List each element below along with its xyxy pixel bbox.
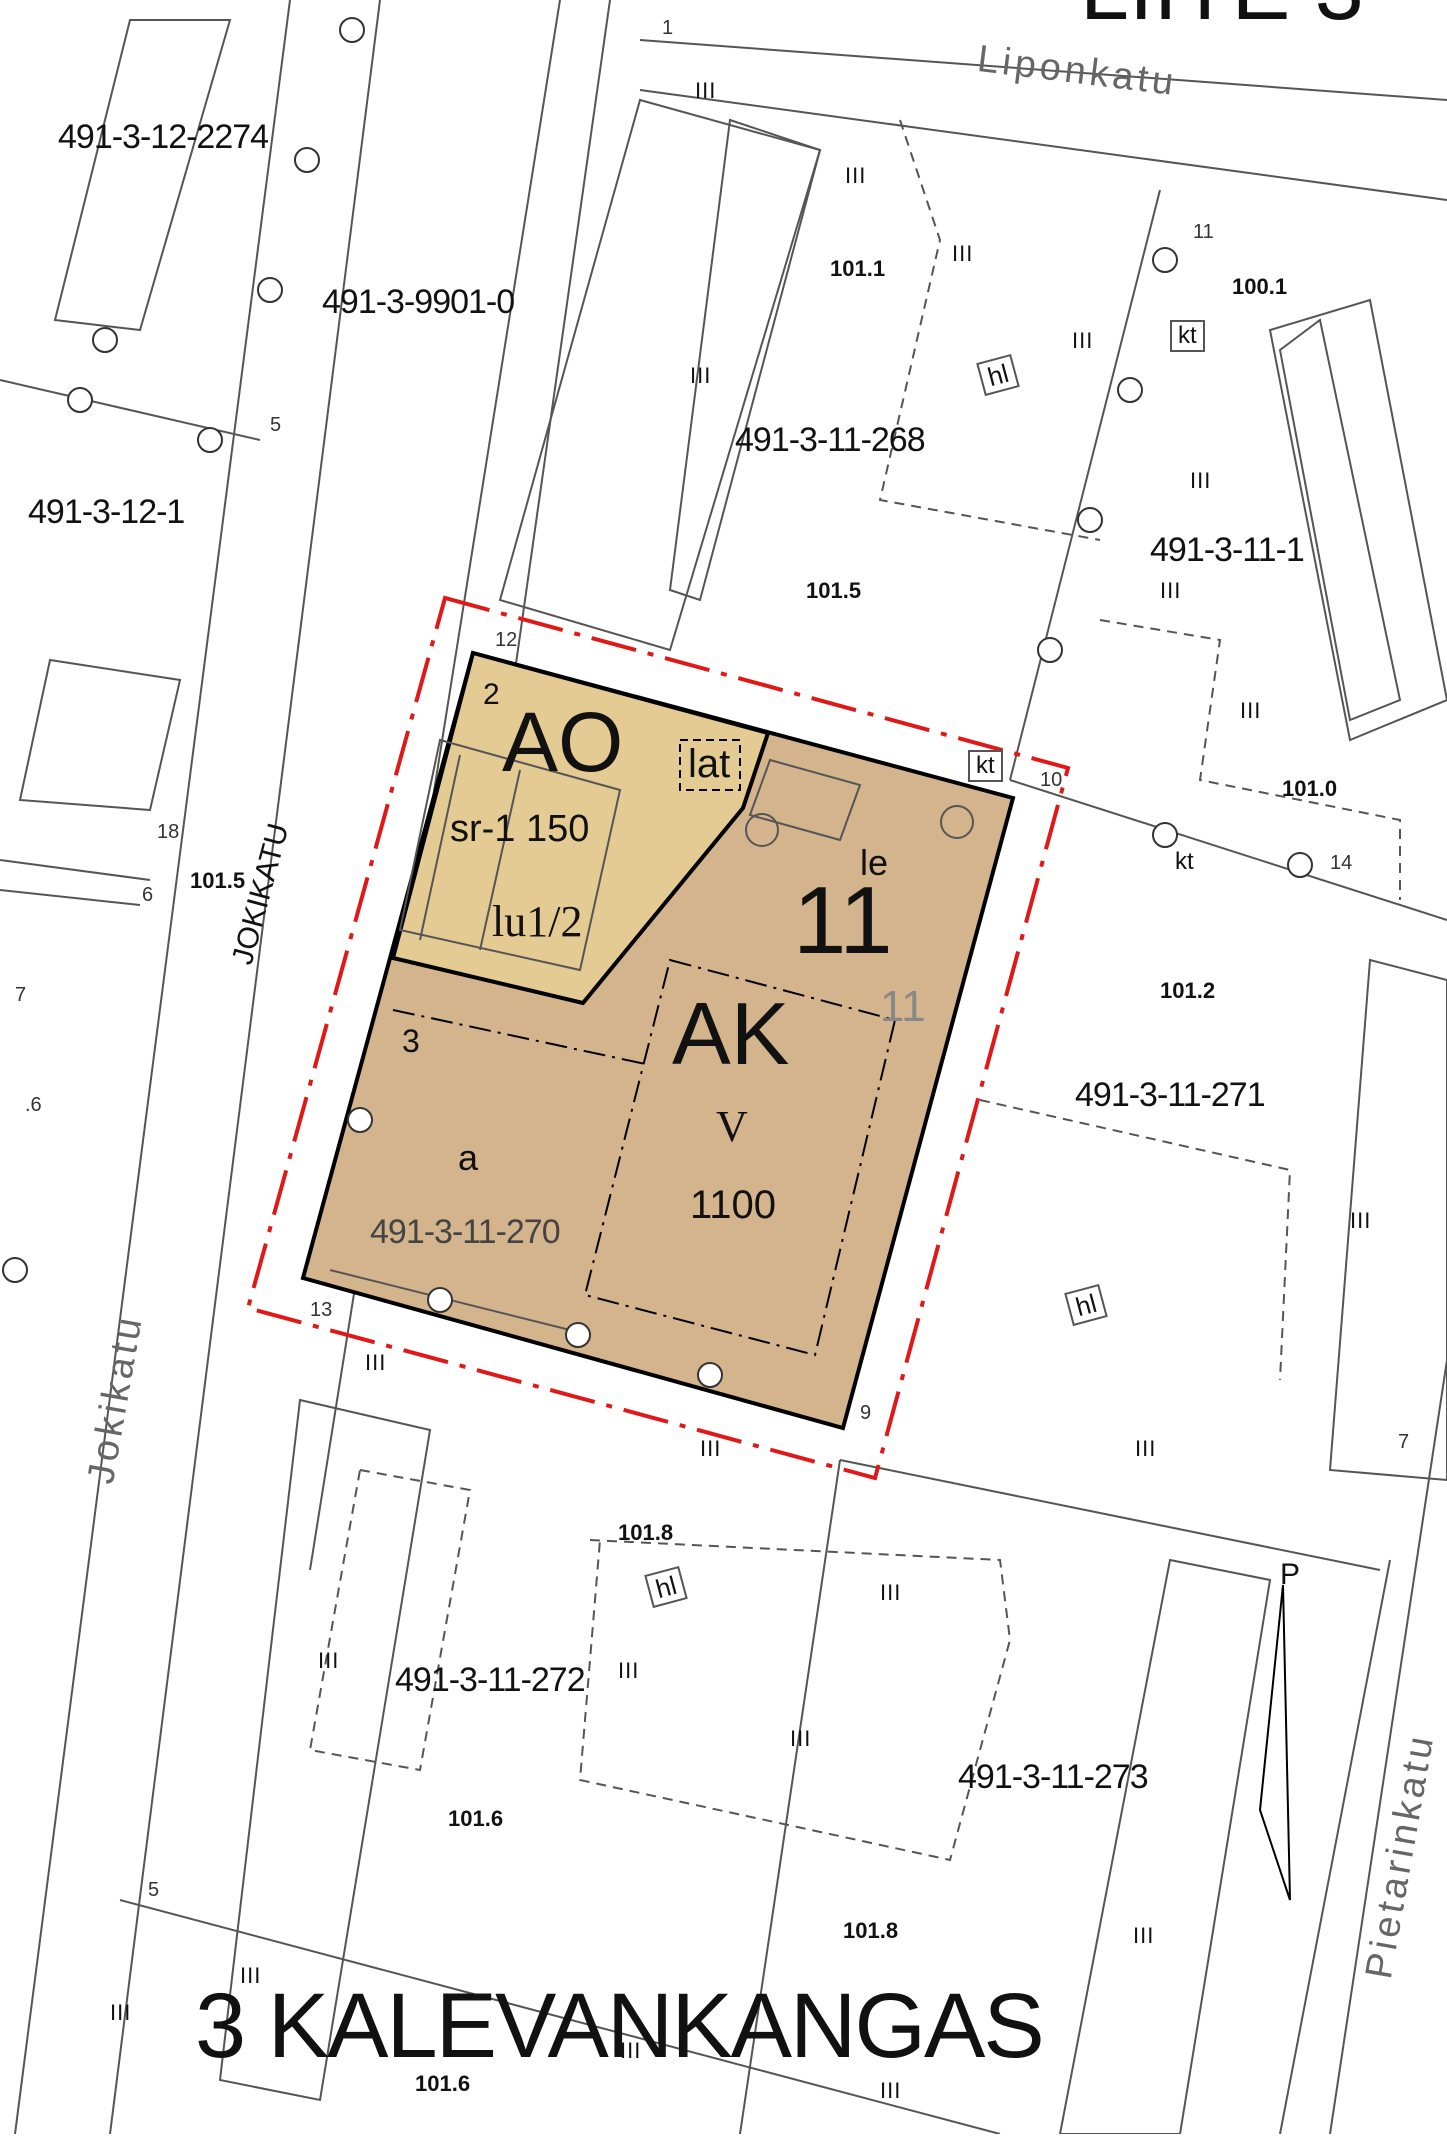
parking-symbol: P [1280, 1558, 1301, 1591]
elevation-label: 101.8 [843, 1918, 899, 1943]
floors-symbol: III [110, 2000, 132, 2025]
ao-efficiency: lu1/2 [492, 897, 583, 946]
parcel-id: 491-3-12-1 [28, 493, 185, 531]
district-name: 3 KALEVANKANGAS [195, 1975, 1045, 2077]
floors-symbol: III [1072, 328, 1094, 353]
elevation-label: 101.8 [618, 1520, 674, 1545]
floors-symbol: III [690, 363, 712, 388]
le-marking: le [860, 842, 889, 883]
point-number: 18 [157, 821, 180, 843]
kt-symbol: kt [968, 750, 1003, 782]
parcel-id: 491-3-11-273 [958, 1758, 1149, 1796]
ak-sub-number: 3 [402, 1023, 420, 1059]
ak-floors: V [716, 1102, 748, 1151]
block-number: 11 [793, 867, 893, 974]
point-number: 9 [860, 1402, 872, 1424]
point-number: 7 [15, 984, 27, 1006]
elevation-label: 101.1 [830, 256, 886, 281]
elevation-label: 101.5 [806, 578, 862, 603]
floors-symbol: III [1240, 698, 1262, 723]
floors-symbol: III [240, 1963, 262, 1988]
floors-symbol: III [618, 1658, 640, 1683]
floors-symbol: III [1133, 1923, 1155, 1948]
ak-floor-area: 1100 [690, 1183, 777, 1227]
ao-sr-marking: sr-1 150 [450, 808, 590, 850]
floors-symbol: III [952, 241, 974, 266]
parcel-id: 491-3-11-270 [370, 1213, 561, 1251]
ak-designation: AK [672, 984, 790, 1083]
appendix-title: LIITE 3 [1080, 0, 1364, 33]
parcel-id: 491-3-11-268 [735, 421, 926, 459]
parcel-id: 491-3-11-271 [1075, 1076, 1266, 1114]
floors-symbol: III [1135, 1436, 1157, 1461]
floors-symbol: III [790, 1726, 812, 1751]
floors-symbol: III [620, 2038, 642, 2063]
floors-symbol: III [845, 163, 867, 188]
lat-marking: lat [688, 742, 731, 786]
ao-block-number: 2 [483, 678, 500, 711]
block-number-small: 11 [880, 982, 926, 1031]
point-number: 11 [1193, 221, 1214, 243]
elevation-label: 101.2 [1160, 978, 1216, 1003]
elevation-label: 101.0 [1282, 776, 1338, 801]
a-marking: a [458, 1137, 479, 1178]
parcel-id: 491-3-9901-0 [322, 283, 515, 321]
point-number: .6 [25, 1094, 42, 1116]
floors-symbol: III [1350, 1208, 1372, 1233]
floors-symbol: III [880, 1580, 902, 1605]
point-number: 10 [1040, 769, 1063, 791]
floors-symbol: III [700, 1436, 722, 1461]
floors-symbol: III [695, 78, 717, 103]
point-number: 12 [495, 629, 518, 651]
point-number: 5 [270, 414, 282, 436]
floors-symbol: III [318, 1648, 340, 1673]
elevation-label: 101.6 [415, 2071, 471, 2096]
elevation-label: 101.6 [448, 1806, 504, 1831]
point-number: 6 [142, 884, 154, 906]
kt-symbol: kt [1175, 848, 1194, 875]
point-number: 7 [1398, 1431, 1410, 1453]
kt-symbol: kt [1170, 320, 1205, 352]
parcel-id: 491-3-11-1 [1150, 531, 1305, 569]
floors-symbol: III [365, 1350, 387, 1375]
point-number: 5 [148, 1879, 160, 1901]
point-number: 1 [662, 17, 674, 39]
point-number: 14 [1330, 852, 1353, 874]
floors-symbol: III [1190, 468, 1212, 493]
parcel-id: 491-3-11-272 [395, 1661, 586, 1699]
point-number: 13 [310, 1299, 333, 1321]
parcel-id: 491-3-12-2274 [58, 118, 269, 156]
elevation-label: 100.1 [1232, 274, 1288, 299]
ao-designation: AO [502, 695, 624, 789]
elevation-label: 101.5 [190, 868, 246, 893]
floors-symbol: III [1160, 578, 1182, 603]
floors-symbol: III [880, 2078, 902, 2103]
